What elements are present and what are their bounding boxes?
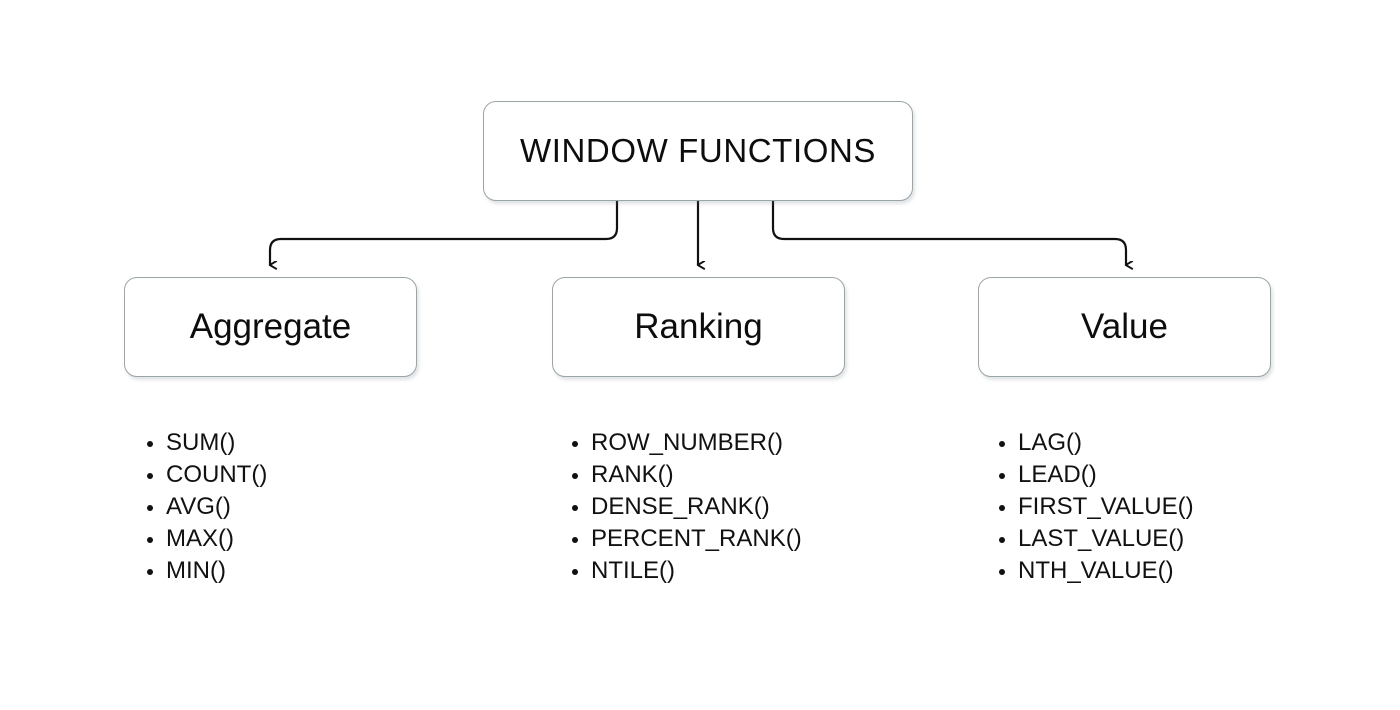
- node-value-label: Value: [1081, 307, 1168, 346]
- node-value[interactable]: Value: [978, 277, 1271, 377]
- function-list-aggregate: SUM()COUNT()AVG()MAX()MIN(): [139, 427, 267, 587]
- node-aggregate[interactable]: Aggregate: [124, 277, 417, 377]
- function-list-item: MIN(): [139, 555, 267, 587]
- function-list-item: ROW_NUMBER(): [564, 427, 802, 459]
- connector-to-value: [771, 201, 1126, 265]
- function-list-item: LAST_VALUE(): [991, 523, 1194, 555]
- function-list-item: RANK(): [564, 459, 802, 491]
- node-ranking-label: Ranking: [634, 307, 763, 346]
- node-root-label: WINDOW FUNCTIONS: [519, 132, 877, 169]
- function-list-value: LAG()LEAD()FIRST_VALUE()LAST_VALUE()NTH_…: [991, 427, 1194, 587]
- function-list-item: AVG(): [139, 491, 267, 523]
- node-aggregate-label: Aggregate: [189, 307, 352, 346]
- function-list-item: LAG(): [991, 427, 1194, 459]
- node-ranking[interactable]: Ranking: [552, 277, 845, 377]
- function-list-item: DENSE_RANK(): [564, 491, 802, 523]
- connector-to-aggregate: [270, 201, 619, 265]
- function-list-item: SUM(): [139, 427, 267, 459]
- function-list-item: LEAD(): [991, 459, 1194, 491]
- function-list-item: NTILE(): [564, 555, 802, 587]
- function-list-item: COUNT(): [139, 459, 267, 491]
- function-list-ranking: ROW_NUMBER()RANK()DENSE_RANK()PERCENT_RA…: [564, 427, 802, 587]
- function-list-item: PERCENT_RANK(): [564, 523, 802, 555]
- function-list-item: NTH_VALUE(): [991, 555, 1194, 587]
- node-window-functions[interactable]: WINDOW FUNCTIONS: [483, 101, 913, 201]
- function-list-item: FIRST_VALUE(): [991, 491, 1194, 523]
- function-list-item: MAX(): [139, 523, 267, 555]
